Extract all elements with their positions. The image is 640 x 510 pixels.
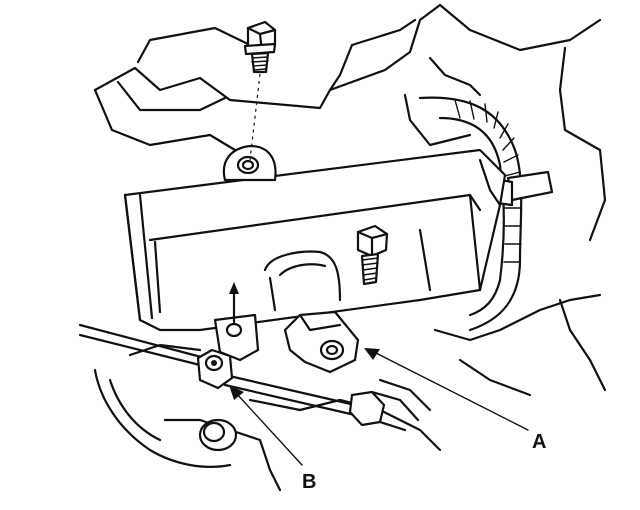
lower-left-mount xyxy=(213,282,260,362)
clip-b xyxy=(196,348,234,390)
cable-rod xyxy=(78,323,420,432)
upper-bolt xyxy=(243,20,277,161)
callout-a-label: A xyxy=(532,431,546,453)
resonator-housing xyxy=(123,148,507,332)
bracket-a xyxy=(283,310,360,374)
callout-b-leader xyxy=(229,385,303,466)
upper-mount-tab xyxy=(222,144,277,182)
wiring-harness xyxy=(418,96,554,332)
round-clip xyxy=(198,418,238,452)
callout-a-leader xyxy=(364,348,529,431)
right-bolt xyxy=(356,224,389,286)
callout-b-label: B xyxy=(302,471,316,493)
engine-cover-outline xyxy=(93,3,607,242)
